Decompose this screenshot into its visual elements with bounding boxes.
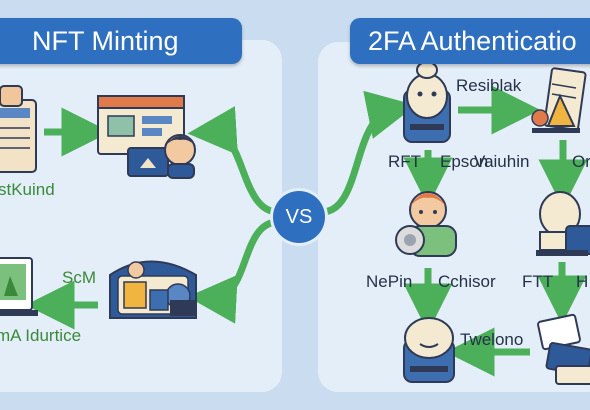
label-rft: RFT bbox=[388, 152, 422, 171]
nft-minting-title: NFT Minting bbox=[0, 18, 242, 64]
label-idurtice: mA Idurtice bbox=[0, 326, 82, 345]
label-epson: Epson bbox=[440, 152, 489, 171]
person-token-icon bbox=[395, 191, 457, 257]
label-nepin: NePin bbox=[366, 272, 413, 291]
label-vaiuhin: Vaiuhin bbox=[474, 152, 530, 171]
label-scm: ScM bbox=[62, 268, 96, 287]
label-h: H bbox=[576, 272, 589, 291]
label-or: Or bbox=[572, 152, 590, 171]
monitor-nft-icon bbox=[0, 257, 38, 316]
lamp-document-icon bbox=[531, 67, 587, 133]
label-cchisor: Cchisor bbox=[438, 272, 496, 291]
document-stack-icon bbox=[0, 85, 37, 173]
bust-statue-icon bbox=[536, 191, 590, 256]
connector-arrow-bottom-left bbox=[187, 218, 282, 324]
label-kind: stKuind bbox=[0, 180, 55, 199]
laptop-creator-icon bbox=[97, 95, 196, 179]
label-twelono: Twelono bbox=[460, 330, 524, 349]
robot-auth-icon bbox=[403, 61, 451, 143]
label-ftt: FTT bbox=[522, 272, 554, 291]
2fa-authentication-title: 2FA Authenticatio bbox=[350, 18, 590, 64]
vs-badge: VS bbox=[273, 191, 325, 243]
label-resiblak: Resiblak bbox=[456, 76, 522, 95]
robot-user-icon bbox=[403, 317, 455, 383]
connector-arrow-top-right bbox=[318, 90, 417, 216]
papers-pile-icon bbox=[537, 313, 590, 385]
nft-vault-icon bbox=[109, 260, 197, 319]
connector-arrow-top-left bbox=[187, 106, 282, 216]
